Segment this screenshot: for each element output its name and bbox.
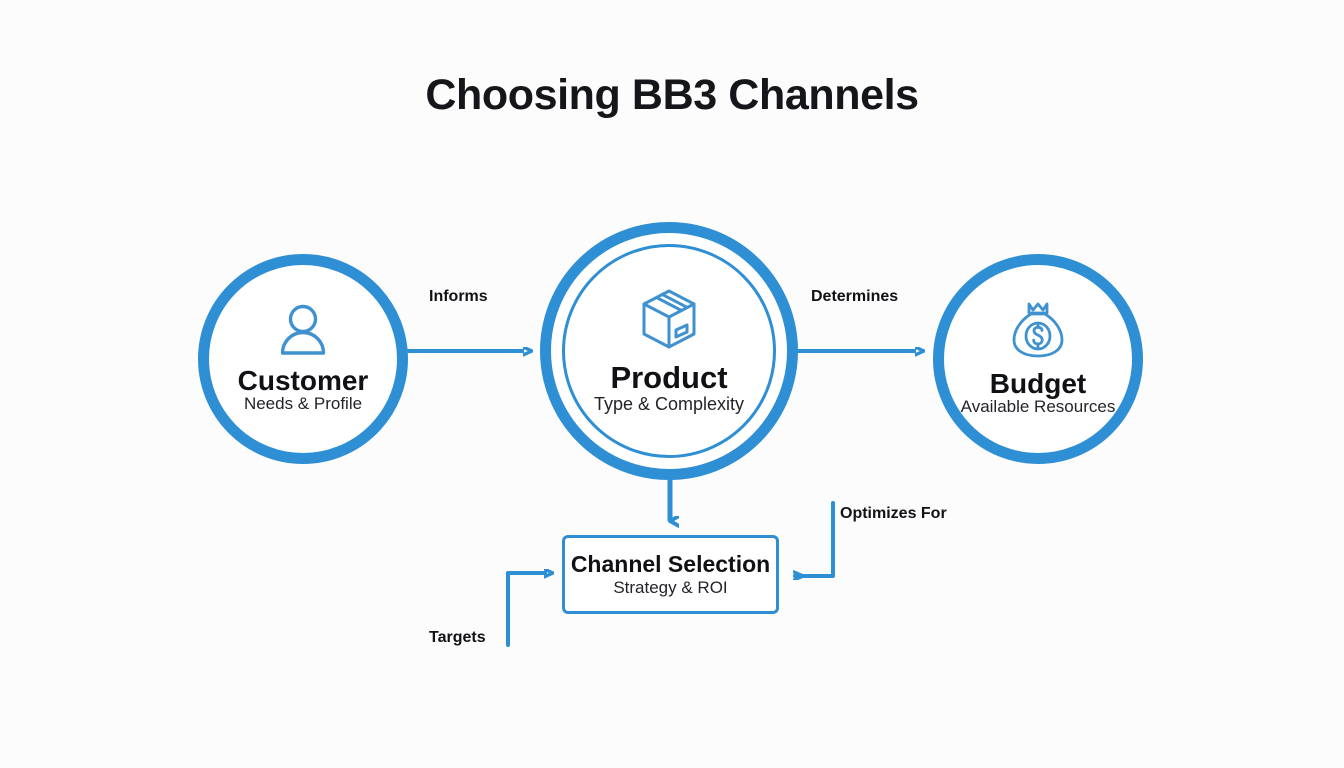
edge-optimizes-arrow xyxy=(793,501,835,576)
node-budget[interactable]: Budget Available Resources xyxy=(933,254,1143,464)
edge-targets-arrow xyxy=(506,573,545,647)
node-budget-subtitle: Available Resources xyxy=(960,397,1116,417)
node-customer-subtitle: Needs & Profile xyxy=(243,394,363,414)
edge-label-optimizes-for: Optimizes For xyxy=(840,505,947,522)
node-channel-selection[interactable]: Channel Selection Strategy & ROI xyxy=(562,535,779,614)
node-customer[interactable]: Customer Needs & Profile xyxy=(198,254,408,464)
node-channel-selection-title: Channel Selection xyxy=(570,550,771,577)
money-bag-icon xyxy=(1009,301,1067,359)
node-product-title: Product xyxy=(610,360,728,396)
node-product[interactable]: Product Type & Complexity xyxy=(540,222,798,480)
node-channel-selection-subtitle: Strategy & ROI xyxy=(613,577,728,597)
node-product-subtitle: Type & Complexity xyxy=(593,393,745,414)
package-box-icon xyxy=(638,287,700,351)
edge-label-informs: Informs xyxy=(429,288,488,305)
node-customer-title: Customer xyxy=(237,364,369,396)
node-budget-title: Budget xyxy=(989,367,1087,399)
person-icon xyxy=(274,304,332,356)
page-title: Choosing BB3 Channels xyxy=(425,71,919,119)
edge-label-targets: Targets xyxy=(429,629,486,646)
edge-label-determines: Determines xyxy=(811,288,899,305)
